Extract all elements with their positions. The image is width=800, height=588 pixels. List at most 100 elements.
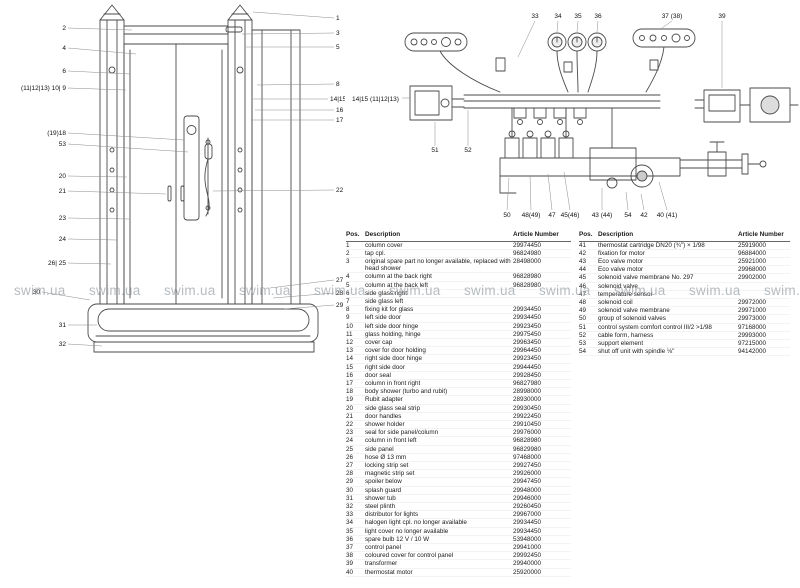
column-header: Description	[598, 231, 738, 242]
description-cell: tap cpl.	[365, 249, 513, 258]
description-cell: solenoid coil	[598, 298, 738, 308]
pos-cell: 16	[346, 371, 365, 380]
callout-label: 21	[59, 188, 67, 195]
description-cell: temperature sensor	[598, 290, 738, 299]
pos-cell: 1	[346, 241, 365, 250]
description-cell: spare bulb 12 V / 10 W	[365, 535, 513, 545]
description-cell: column in front right	[365, 379, 513, 389]
column-header: Article Number	[513, 231, 571, 242]
description-cell: side panel	[365, 445, 513, 454]
description-cell: column at the back right	[365, 272, 513, 282]
pos-cell: 31	[346, 494, 365, 504]
pos-cell: 53	[579, 339, 598, 349]
article-number-cell	[738, 282, 790, 291]
pos-cell: 52	[579, 331, 598, 340]
description-cell: thermostat cartridge DN20 (¾") × 1/98	[598, 241, 738, 250]
article-number-cell: 25920000	[513, 568, 571, 577]
article-number-cell	[738, 290, 790, 299]
pos-cell: 7	[346, 297, 365, 307]
description-cell: shower tub	[365, 494, 513, 504]
description-cell: Eco valve motor	[598, 265, 738, 275]
description-cell: glass holding, hinge	[365, 330, 513, 339]
description-cell: steel plinth	[365, 502, 513, 512]
control-unit-shape	[409, 85, 453, 121]
description-cell: column cover	[365, 241, 513, 250]
description-cell: control panel	[365, 543, 513, 553]
article-number-cell: 28930000	[513, 395, 571, 405]
description-cell: hose Ø 13 mm	[365, 453, 513, 462]
article-number-cell: 28998000	[513, 387, 571, 397]
control-panel-shape	[404, 32, 468, 52]
article-number-cell: 29973000	[738, 314, 790, 324]
article-number-cell: 29992450	[513, 551, 571, 561]
article-number-cell: 94142000	[738, 347, 790, 357]
pos-cell: 15	[346, 363, 365, 372]
pos-cell: 45	[579, 273, 598, 283]
description-cell: solenoid valve membrane No. 297	[598, 273, 738, 283]
article-number-cell: 29976000	[513, 428, 571, 438]
description-cell: cover cap	[365, 338, 513, 348]
callout-label: 29	[336, 302, 344, 309]
callout-label: 40 (41)	[657, 212, 678, 219]
pos-cell: 30	[346, 486, 365, 495]
pos-cell: 32	[346, 502, 365, 512]
description-cell: light cover no longer available	[365, 527, 513, 536]
pos-cell: 3	[346, 257, 365, 274]
description-cell: coloured cover for control panel	[365, 551, 513, 561]
description-cell: column in front left	[365, 436, 513, 446]
head-shower-shape	[225, 26, 243, 33]
plinth-shape	[93, 341, 315, 353]
article-number-cell: 96828980	[513, 281, 571, 290]
article-number-cell: 29968000	[738, 265, 790, 275]
callout-label: 37 (38)	[662, 13, 683, 20]
pos-cell: 37	[346, 543, 365, 553]
description-cell: cover for door holding	[365, 346, 513, 356]
callout-label: 14|15	[330, 96, 345, 103]
article-number-cell: 29967000	[513, 510, 571, 520]
pos-cell: 17	[346, 379, 365, 389]
description-cell: door handles	[365, 412, 513, 421]
article-number-cell	[513, 289, 571, 298]
pos-cell: 49	[579, 306, 598, 316]
pos-cell: 29	[346, 477, 365, 487]
description-cell: left side door	[365, 313, 513, 323]
pos-cell: 36	[346, 535, 365, 545]
description-cell: halogen light cpl. no longer available	[365, 518, 513, 528]
description-cell: magnetic strip set	[365, 469, 513, 479]
description-cell: side glass seal strip	[365, 404, 513, 413]
pos-cell: 28	[346, 469, 365, 479]
pos-cell: 54	[579, 347, 598, 357]
pos-cell: 38	[346, 551, 365, 561]
callout-label: 4	[62, 45, 66, 52]
pos-cell: 40	[346, 568, 365, 577]
description-cell: thermostat motor	[365, 568, 513, 577]
callout-label: 2	[62, 25, 66, 32]
description-cell: fixation for motor	[598, 249, 738, 258]
description-cell: Rubit adapter	[365, 395, 513, 405]
callout-label: 1	[336, 15, 340, 22]
article-number-cell	[513, 297, 571, 307]
article-number-cell: 29930450	[513, 404, 571, 413]
callout-label: 16	[336, 107, 344, 114]
description-cell: control system comfort control III/2 >1/…	[598, 323, 738, 332]
article-number-cell: 96828980	[513, 436, 571, 446]
